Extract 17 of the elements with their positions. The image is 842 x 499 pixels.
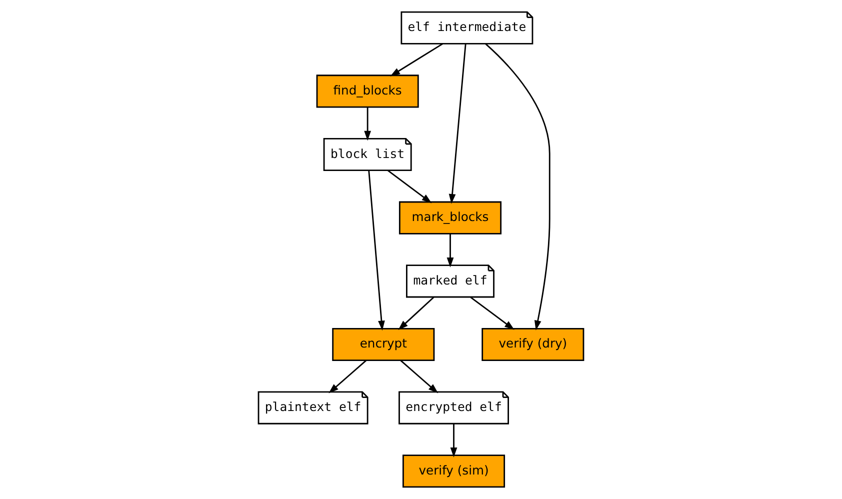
node-box: verify (sim) bbox=[402, 454, 506, 488]
node-box: verify (dry) bbox=[482, 328, 584, 362]
arrow bbox=[328, 360, 366, 394]
arrow bbox=[390, 43, 444, 76]
arrow bbox=[398, 296, 434, 330]
arrow bbox=[388, 170, 432, 204]
arrow bbox=[368, 170, 385, 331]
node-box: encrypt bbox=[332, 328, 435, 362]
arrow bbox=[400, 360, 438, 394]
arrow bbox=[446, 234, 454, 268]
arrow bbox=[450, 424, 458, 458]
node-box: find_blocks bbox=[316, 74, 419, 108]
arrow bbox=[448, 44, 466, 204]
node-box: mark_blocks bbox=[398, 201, 502, 234]
arrow bbox=[470, 296, 514, 330]
arrow bbox=[485, 43, 550, 330]
arrow bbox=[364, 107, 372, 141]
